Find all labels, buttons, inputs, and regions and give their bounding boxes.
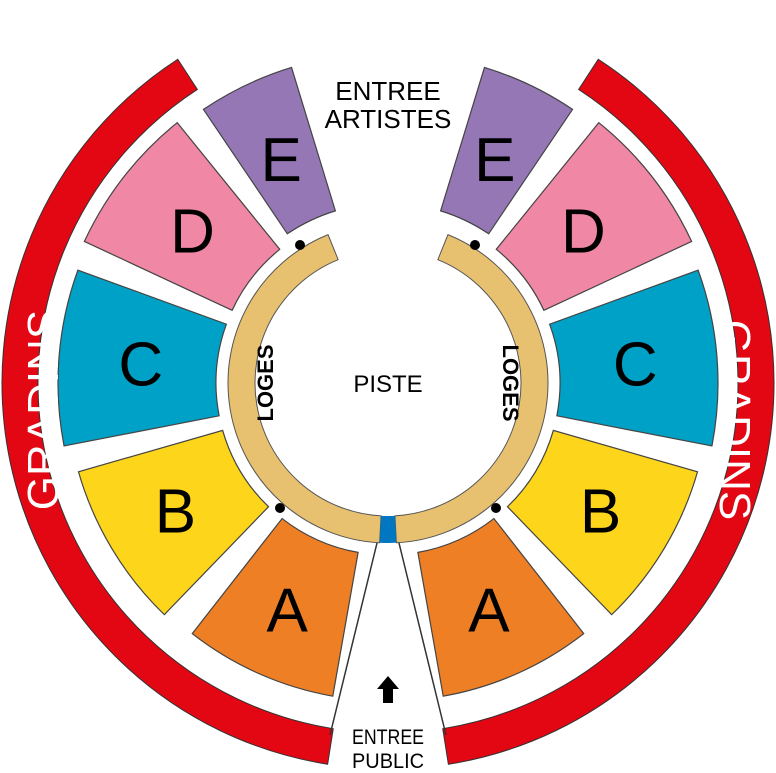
loges-left bbox=[227, 233, 382, 544]
section-b-right-label: B bbox=[580, 478, 621, 547]
loges-left-label: LOGES bbox=[253, 344, 278, 421]
section-c-right-label: C bbox=[613, 331, 658, 400]
section-e-right-label: E bbox=[474, 126, 515, 195]
section-d-right-label: D bbox=[561, 197, 606, 266]
section-b-left bbox=[77, 429, 270, 616]
section-a-left-label: A bbox=[266, 577, 308, 646]
public-entrance-gate bbox=[379, 515, 397, 543]
public-entrance-label-2: PUBLIC bbox=[352, 750, 424, 773]
section-a-right-label: A bbox=[468, 577, 510, 646]
loges-right bbox=[394, 233, 549, 544]
section-a-left bbox=[191, 517, 359, 697]
section-b-right bbox=[506, 429, 699, 616]
piste-label: PISTE bbox=[353, 371, 422, 398]
loges-right-label: LOGES bbox=[498, 344, 523, 421]
section-b-left-label: B bbox=[155, 478, 196, 547]
gradins-left bbox=[1, 58, 334, 765]
public-entrance-corridor bbox=[329, 542, 447, 736]
dot-icon bbox=[275, 503, 285, 513]
artists-entrance-label-2: ARTISTES bbox=[325, 104, 452, 134]
dot-icon bbox=[491, 503, 501, 513]
section-d-left bbox=[83, 121, 281, 312]
gradins-right-label: GRADINS bbox=[710, 320, 759, 520]
section-e-left bbox=[202, 66, 337, 235]
section-c-left bbox=[57, 269, 228, 447]
section-c-right bbox=[548, 269, 719, 447]
section-d-right bbox=[495, 121, 693, 312]
section-a-right bbox=[417, 517, 585, 697]
section-d-left-label: D bbox=[170, 197, 215, 266]
gradins-left-label: GRADINS bbox=[19, 310, 68, 510]
dot-icon bbox=[295, 240, 305, 250]
arrow-up-icon bbox=[377, 676, 399, 703]
dot-icon bbox=[470, 240, 480, 250]
public-entrance-label-1: ENTREE bbox=[352, 726, 424, 749]
section-e-left-label: E bbox=[261, 126, 302, 195]
artists-entrance-label-1: ENTREE bbox=[335, 76, 440, 106]
section-e-right bbox=[439, 66, 574, 235]
gradins-right bbox=[442, 58, 775, 765]
section-c-left-label: C bbox=[118, 331, 163, 400]
